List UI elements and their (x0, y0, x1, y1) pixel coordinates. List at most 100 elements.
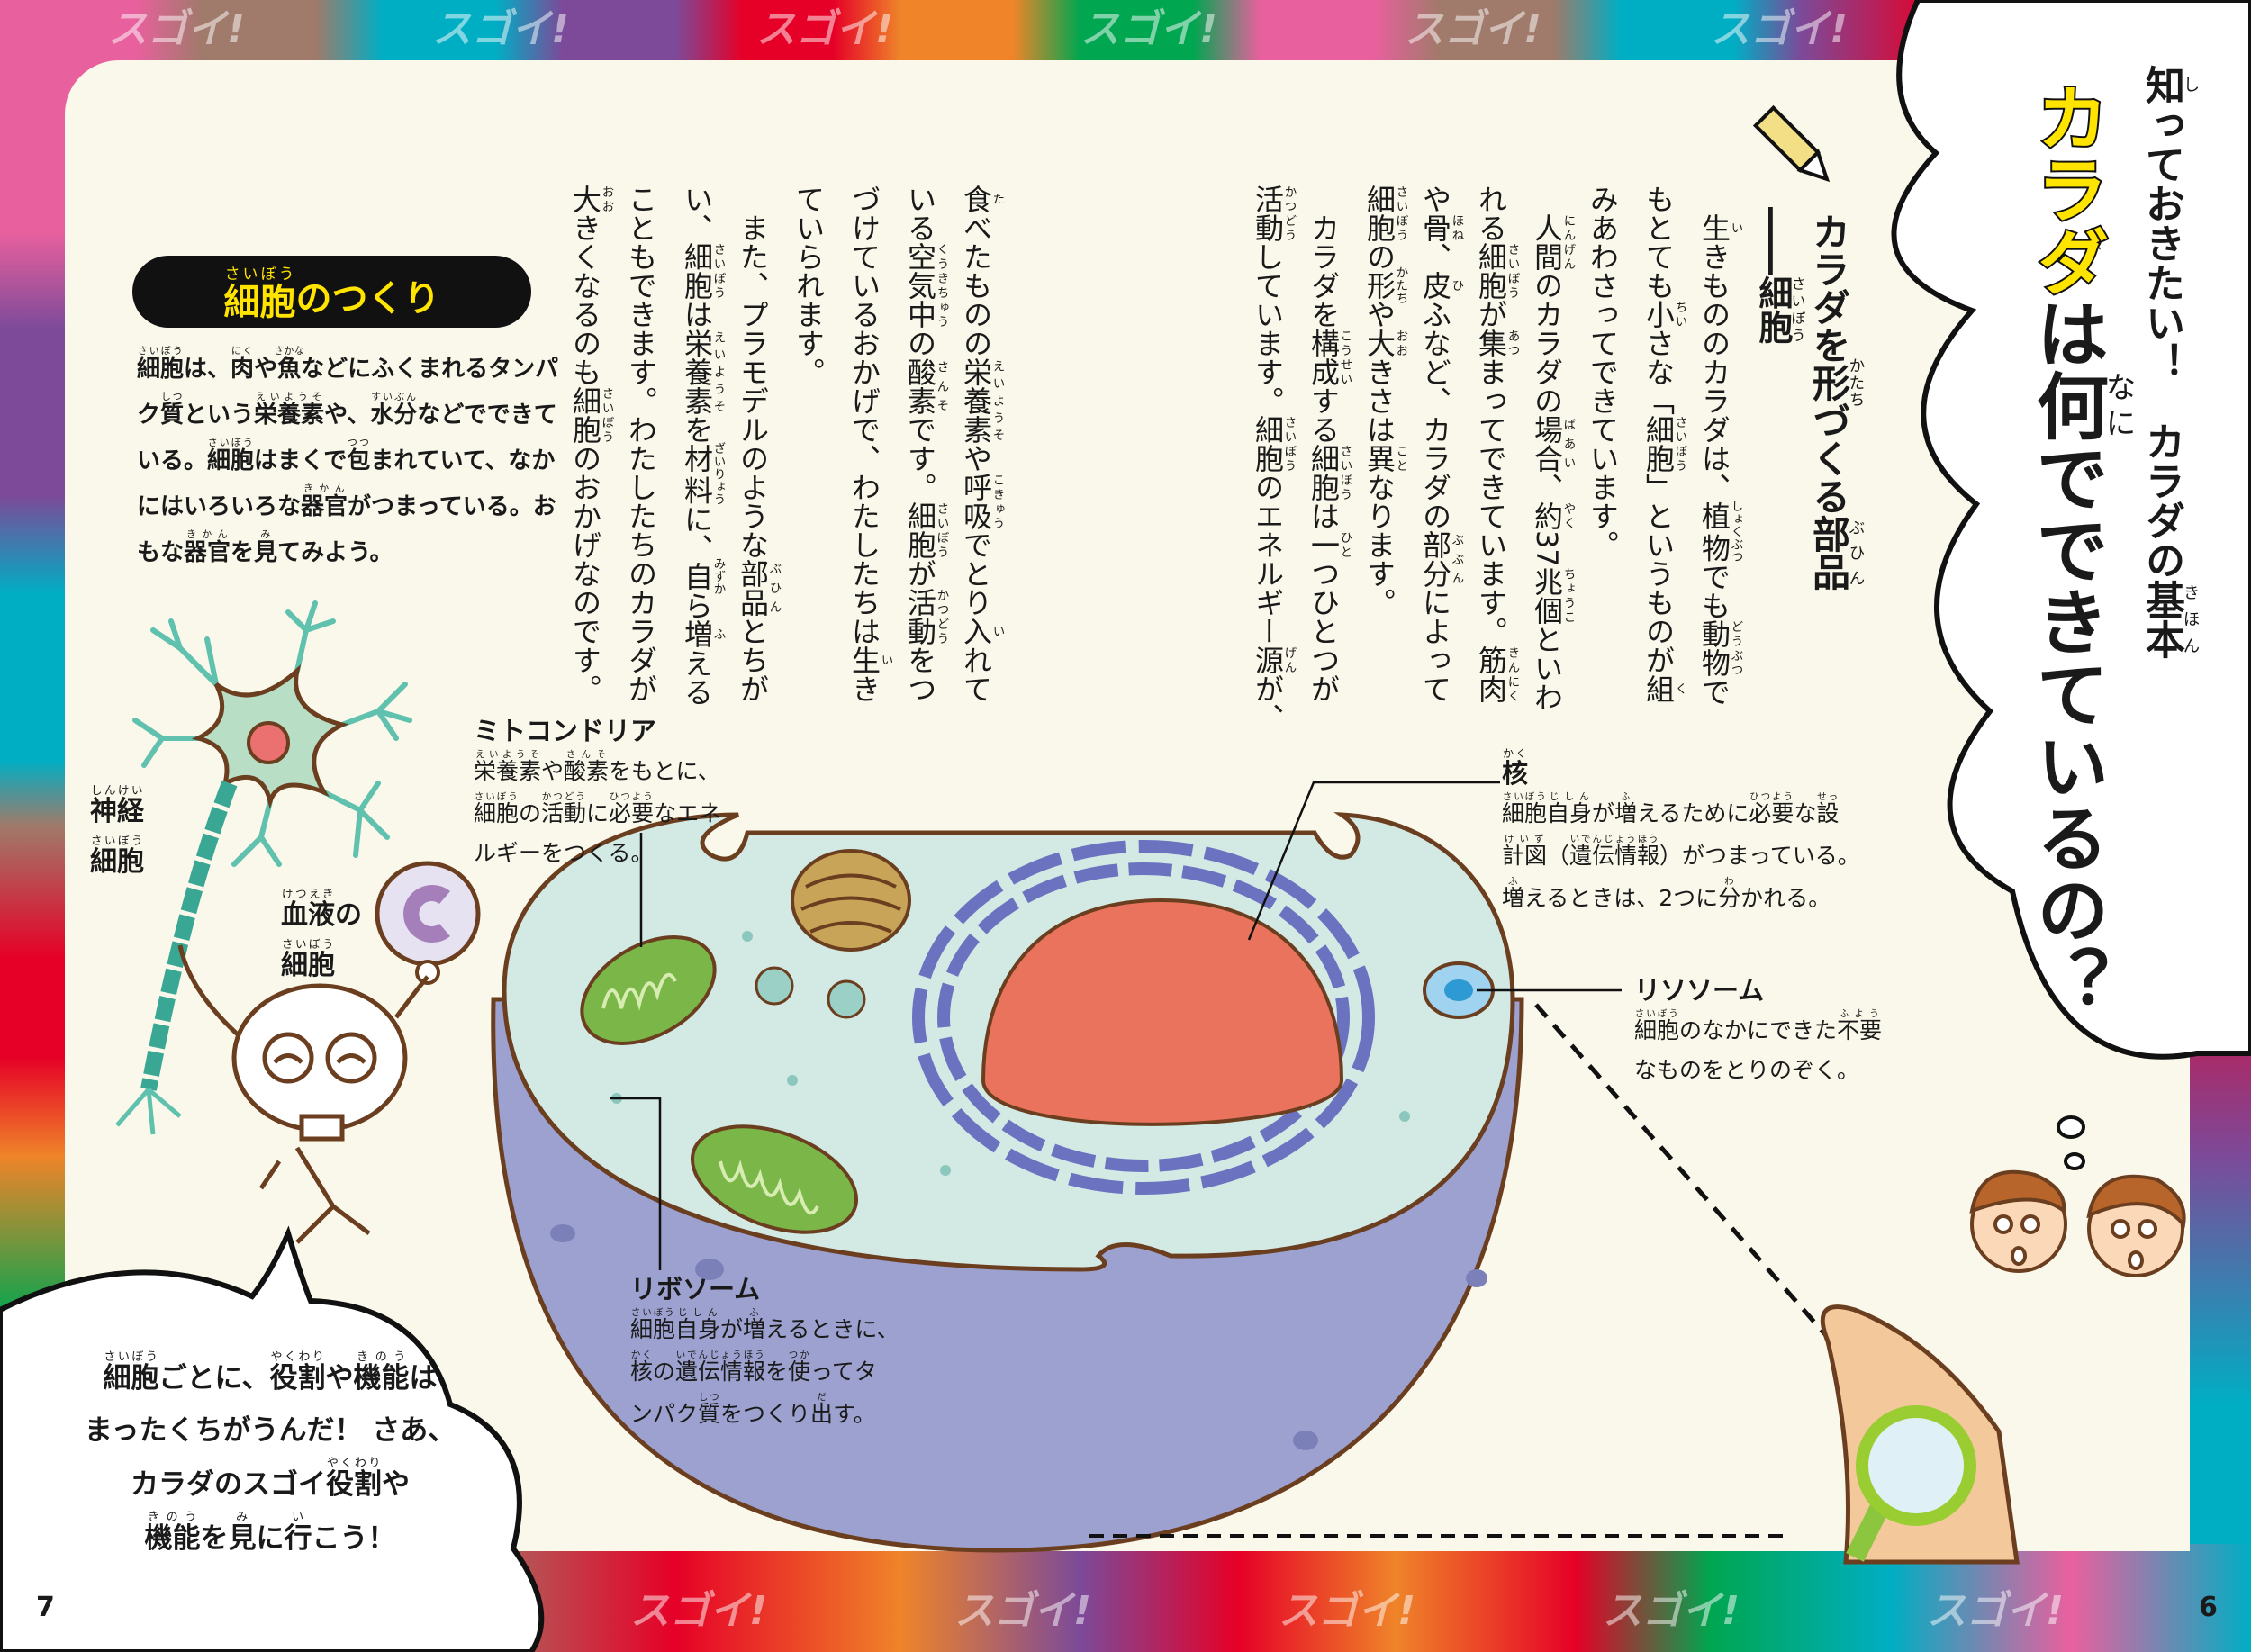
label-line: 細胞さいぼう自身じしんが増ふえるために必要ひつような設せっ (1502, 791, 1840, 826)
label-title: 核かく (1502, 747, 1860, 791)
furigana-word: 生い (847, 645, 892, 674)
furigana-word: 部品ぶひん (736, 559, 781, 617)
title-cloud (1891, 0, 2251, 1060)
furigana-word: 計図けいず (1502, 834, 1548, 869)
furigana-word: 栄養素えいようそ (680, 329, 725, 415)
label-line: 計図けいず（遺伝情報いでんじょうほう）がつまっている。 (1502, 834, 1860, 869)
body-column: カラダを構成こうせいする細胞さいぼうは一ひとつひとつが (1306, 213, 1352, 703)
furigana-word: 場合ばあい (1530, 415, 1575, 473)
label-line: なものをとりのぞく。 (1634, 1057, 1860, 1083)
border-pattern-text: スゴイ! (630, 1588, 768, 1634)
furigana-word: 食た (959, 185, 1004, 213)
mitochondria-label: ミトコンドリア 栄養素えいようそや酸素さんそをもとに、 細胞さいぼうの活動かつど… (474, 713, 721, 873)
border-pattern-text: スゴイ! (756, 6, 894, 52)
furigana-word: 細胞さいぼう (474, 791, 520, 826)
title-subtitle: 知しっておきたい！ カラダの基本きほん (2138, 65, 2200, 659)
furigana-word: 魚さかな (273, 345, 305, 383)
furigana-word: 細胞さいぼう (680, 242, 725, 300)
furigana-word: 水分すいぶん (370, 391, 418, 429)
furigana-word: 動物どうぶつ (1697, 619, 1742, 678)
description-line: もな器官きかんを見みてみよう。 (137, 528, 393, 566)
label-line: ルギーをつくる。 (474, 840, 654, 866)
furigana-word: 細胞さいぼう (1251, 415, 1296, 473)
description-line: いる。細胞さいぼうはまくで包つつまれていて、なか (137, 437, 556, 474)
furigana-word: 自みずか (680, 557, 725, 596)
border-pattern-text: スゴイ! (1711, 6, 1849, 52)
furigana-word: 肉にく (231, 345, 255, 383)
furigana-word: 機能きのう (144, 1511, 201, 1555)
dashed-pointer (1534, 1003, 1896, 1415)
description-line: ク質しつという栄養素えいようそや、水分すいぶんなどでできて (137, 391, 557, 429)
furigana-word: 酸素さんそ (903, 357, 948, 415)
nerve-cell-label: 神経しんけい 細胞さいぼう (90, 783, 144, 884)
ribosome-cluster (827, 979, 866, 1019)
body-column: 人間にんげんのカラダの場合ばあい、約やく37兆個ちょうこといわ (1530, 213, 1575, 711)
furigana-word: 器官きかん (184, 528, 231, 566)
body-column: れる細胞さいぼうが集あつまってできています。筋肉きんにく (1474, 185, 1519, 703)
description-line: にはいろいろな器官きかんがつまっている。お (137, 483, 556, 520)
body-column: いる空気中くうきちゅうの酸素さんそです。細胞さいぼうが活動かつどうをつ (903, 185, 948, 703)
lysosome (1423, 961, 1495, 1019)
label-title: リソソーム (1634, 975, 1765, 1006)
body-column: また、プラモデルのような部品ぶひんとちが (736, 213, 781, 703)
furigana-word: 入い (959, 617, 1004, 645)
blood-cell-illustration (375, 861, 481, 985)
furigana-word: 細胞さいぼう (1753, 275, 1806, 344)
label-line: 細胞さいぼうのなかにできた不要ふよう (1634, 1008, 1883, 1043)
furigana-word: 栄養素えいようそ (959, 357, 1004, 444)
border-pattern-text: スゴイ! (954, 1588, 1092, 1634)
structure-description: 細胞さいぼうは、肉にくや魚さかななどにふくまれるタンパ ク質しつという栄養素えい… (137, 345, 559, 574)
furigana-word: 細胞さいぼう (1502, 791, 1548, 826)
furigana-word: 質しつ (160, 391, 185, 429)
border-pattern-text: スゴイ! (1603, 1588, 1740, 1634)
bubble-line: 細胞さいぼうごとに、役割やくわりや機能きのうは (103, 1350, 438, 1395)
furigana-word: 何なに (2025, 369, 2136, 441)
thought-dot (2057, 1115, 2085, 1139)
furigana-word: 異こと (1362, 444, 1407, 473)
furigana-word: 皮ひ (1418, 271, 1463, 300)
body-column: や骨ほね、皮ひふなど、カラダの部分ぶぶんによって (1418, 185, 1463, 703)
body-column: みあわさってできています。 (1586, 185, 1620, 559)
furigana-word: 神経しんけい (90, 783, 144, 827)
furigana-word: 人間にんげん (1530, 213, 1575, 271)
furigana-word: 自身じしん (1547, 791, 1593, 826)
furigana-word: 増ふ (1502, 876, 1525, 911)
furigana-word: 形かたち (1806, 357, 1866, 408)
bubble-line: 機能きのうを見みに行いこう！ (144, 1511, 396, 1555)
skeleton-character (177, 944, 429, 1244)
border-pattern-text: スゴイ! (1405, 6, 1542, 52)
furigana-word: 源げん (1251, 645, 1296, 674)
mitochondrion (690, 1124, 859, 1234)
endoplasmic-reticulum (912, 840, 1375, 1195)
furigana-word: 細胞さいぼう (103, 1350, 159, 1395)
border-pattern-text: スゴイ! (1080, 6, 1218, 52)
body-column: 食たべたものの栄養素えいようそや呼吸こきゅうでとり入いれて (959, 185, 1004, 703)
body-column: 活動かつどうしています。細胞さいぼうのエネルギー源げんが、 (1251, 185, 1296, 732)
label-title: リボソーム (630, 1274, 761, 1304)
furigana-word: 細胞さいぼう (207, 437, 255, 474)
furigana-word: 分わ (1718, 876, 1741, 911)
furigana-word: 細胞さいぼう (903, 501, 948, 559)
golgi-apparatus (791, 849, 911, 952)
bubble-line: まったくちがうんだ！ さあ、 (84, 1414, 457, 1447)
furigana-word: 細胞さいぼう (223, 265, 296, 323)
furigana-word: 器官きかん (301, 483, 348, 520)
cell-illustration (491, 812, 1524, 1553)
furigana-word: 構成こうせい (1306, 329, 1352, 386)
furigana-word: 空気中くうきちゅう (903, 242, 948, 329)
speech-bubble-text: 細胞さいぼうごとに、役割やくわりや機能きのうは まったくちがうんだ！ さあ、 カ… (36, 1350, 504, 1565)
furigana-word: 細胞さいぼう (1474, 242, 1519, 300)
furigana-word: 増ふ (743, 1307, 766, 1342)
description-line: 細胞さいぼうは、肉にくや魚さかななどにふくまれるタンパ (137, 345, 559, 383)
body-text-right: 生いきもののカラダは、植物しょくぶつでも動物どうぶつで もとても小ちいさな「細胞… (1240, 185, 1742, 815)
furigana-word: 包つつ (347, 437, 371, 474)
body-column: 細胞さいぼうの形かたちや大おおきさは異ことなります。 (1362, 185, 1407, 617)
magnifier-hand (1820, 1304, 2020, 1565)
furigana-word: 使つか (788, 1350, 811, 1385)
body-column: づけているおかげで、わたしたちは生いき (847, 185, 892, 703)
furigana-word: 活動かつどう (1251, 185, 1296, 242)
furigana-word: 生い (1697, 213, 1742, 242)
section-heading: カラダを形かたちづくる部品ぶひん (1806, 212, 1866, 591)
axon (140, 780, 238, 1091)
furigana-word: 大おお (1362, 329, 1407, 357)
